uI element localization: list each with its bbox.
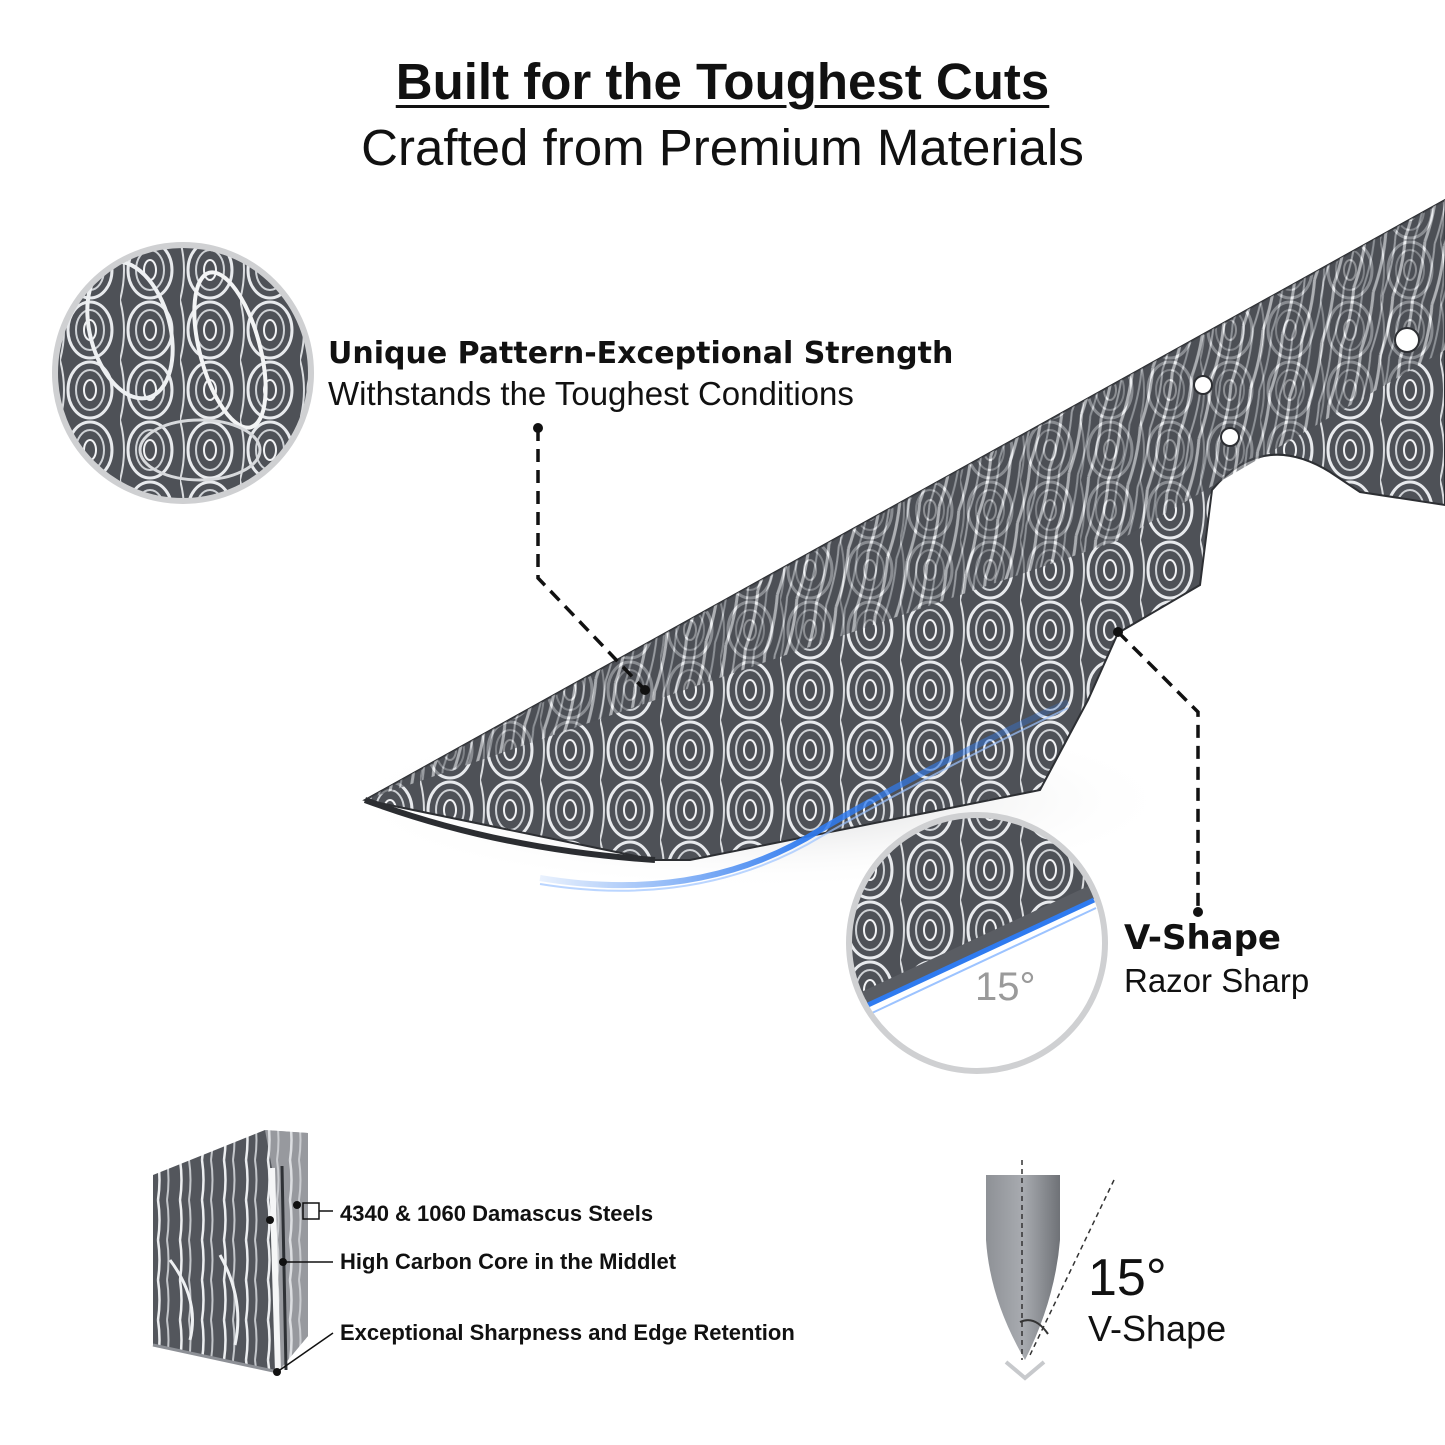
tang-hole-icon xyxy=(1220,427,1240,447)
tang-hole-icon xyxy=(1394,327,1420,353)
subheadline: Crafted from Premium Materials xyxy=(361,119,1084,176)
pattern-magnifier xyxy=(52,242,314,504)
pattern-callout-subtitle: Withstands the Toughest Conditions xyxy=(328,375,854,412)
pattern-callout: Unique Pattern-Exceptional Strength With… xyxy=(328,336,953,413)
vshape-diagram xyxy=(986,1160,1115,1381)
layer-label-core: High Carbon Core in the Middlet xyxy=(340,1249,677,1274)
pattern-callout-line xyxy=(533,423,650,695)
edge-callout: V-Shape Razor Sharp xyxy=(1124,918,1309,1000)
edge-callout-subtitle: Razor Sharp xyxy=(1124,962,1310,999)
steel-layers-block xyxy=(152,1130,308,1374)
headline: Built for the Toughest Cuts xyxy=(395,53,1050,110)
tang-hole-icon xyxy=(1193,375,1213,395)
edge-glow xyxy=(539,699,1070,889)
vshape-angle: 15° xyxy=(1088,1249,1167,1307)
edge-callout-line xyxy=(1113,627,1203,917)
layer-leader-lines xyxy=(266,1201,334,1376)
pattern-callout-title: Unique Pattern-Exceptional Strength xyxy=(328,336,954,371)
edge-callout-title: V-Shape xyxy=(1124,918,1281,958)
layer-label-damascus: 4340 & 1060 Damascus Steels xyxy=(340,1201,654,1226)
vshape-label: V-Shape xyxy=(1088,1308,1227,1349)
layer-label-edge: Exceptional Sharpness and Edge Retention xyxy=(340,1320,795,1345)
edge-magnifier xyxy=(846,812,1108,1074)
edge-angle-label: 15° xyxy=(975,965,1036,1009)
